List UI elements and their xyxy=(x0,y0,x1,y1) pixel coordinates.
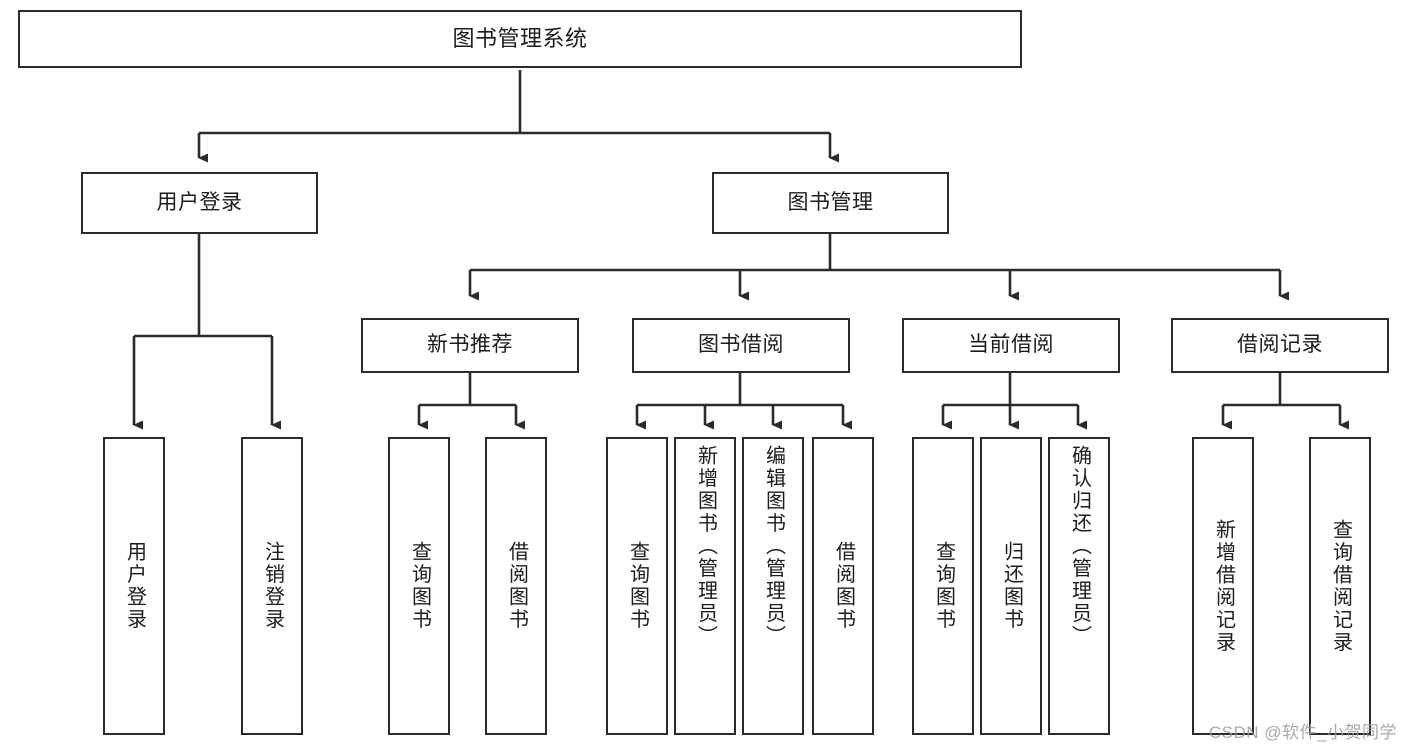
node-label: 图书借阅 xyxy=(698,333,784,357)
node-book-borrow[interactable]: 图书借阅 xyxy=(632,318,850,373)
leaf-query-borrow-record[interactable]: 查询借阅记录 xyxy=(1309,437,1371,735)
node-label: 图书管理系统 xyxy=(452,26,588,52)
node-label: 新增借阅记录 xyxy=(1212,518,1235,654)
node-label: 查询图书 xyxy=(408,541,431,631)
node-borrow-record[interactable]: 借阅记录 xyxy=(1171,318,1389,373)
node-label: 用户登录 xyxy=(156,190,243,214)
node-label: 新增图书（管理员） xyxy=(694,445,717,648)
leaf-return-book[interactable]: 归还图书 xyxy=(980,437,1042,735)
leaf-add-book-admin[interactable]: 新增图书（管理员） xyxy=(674,437,736,735)
node-label: 查询图书 xyxy=(626,541,649,631)
node-label: 借阅图书 xyxy=(505,541,528,631)
node-label: 借阅记录 xyxy=(1237,333,1323,357)
node-user-login[interactable]: 用户登录 xyxy=(81,172,318,234)
leaf-user-logout[interactable]: 注销登录 xyxy=(241,437,303,735)
node-label: 图书管理 xyxy=(787,190,874,214)
node-new-book-recommend[interactable]: 新书推荐 xyxy=(361,318,579,373)
node-label: 注销登录 xyxy=(261,541,284,631)
node-current-borrow[interactable]: 当前借阅 xyxy=(902,318,1120,373)
node-label: 归还图书 xyxy=(1000,541,1023,631)
node-label: 借阅图书 xyxy=(832,541,855,631)
node-label: 查询图书 xyxy=(932,541,955,631)
leaf-add-borrow-record[interactable]: 新增借阅记录 xyxy=(1192,437,1254,735)
node-label: 编辑图书（管理员） xyxy=(762,445,785,648)
leaf-user-login[interactable]: 用户登录 xyxy=(103,437,165,735)
leaf-borrow-book[interactable]: 借阅图书 xyxy=(812,437,874,735)
leaf-query-book-recommend[interactable]: 查询图书 xyxy=(388,437,450,735)
leaf-borrow-book-recommend[interactable]: 借阅图书 xyxy=(485,437,547,735)
leaf-query-book-current[interactable]: 查询图书 xyxy=(912,437,974,735)
node-root-system[interactable]: 图书管理系统 xyxy=(18,10,1022,68)
node-label: 确认归还（管理员） xyxy=(1068,445,1091,648)
node-label: 当前借阅 xyxy=(968,333,1054,357)
node-label: 用户登录 xyxy=(123,541,146,631)
watermark-text: CSDN @软件_小贺同学 xyxy=(1208,723,1397,742)
node-label: 查询借阅记录 xyxy=(1329,518,1352,654)
leaf-query-book-borrow[interactable]: 查询图书 xyxy=(606,437,668,735)
leaf-edit-book-admin[interactable]: 编辑图书（管理员） xyxy=(742,437,804,735)
node-book-management[interactable]: 图书管理 xyxy=(712,172,949,234)
leaf-confirm-return-admin[interactable]: 确认归还（管理员） xyxy=(1048,437,1110,735)
node-label: 新书推荐 xyxy=(427,333,513,357)
